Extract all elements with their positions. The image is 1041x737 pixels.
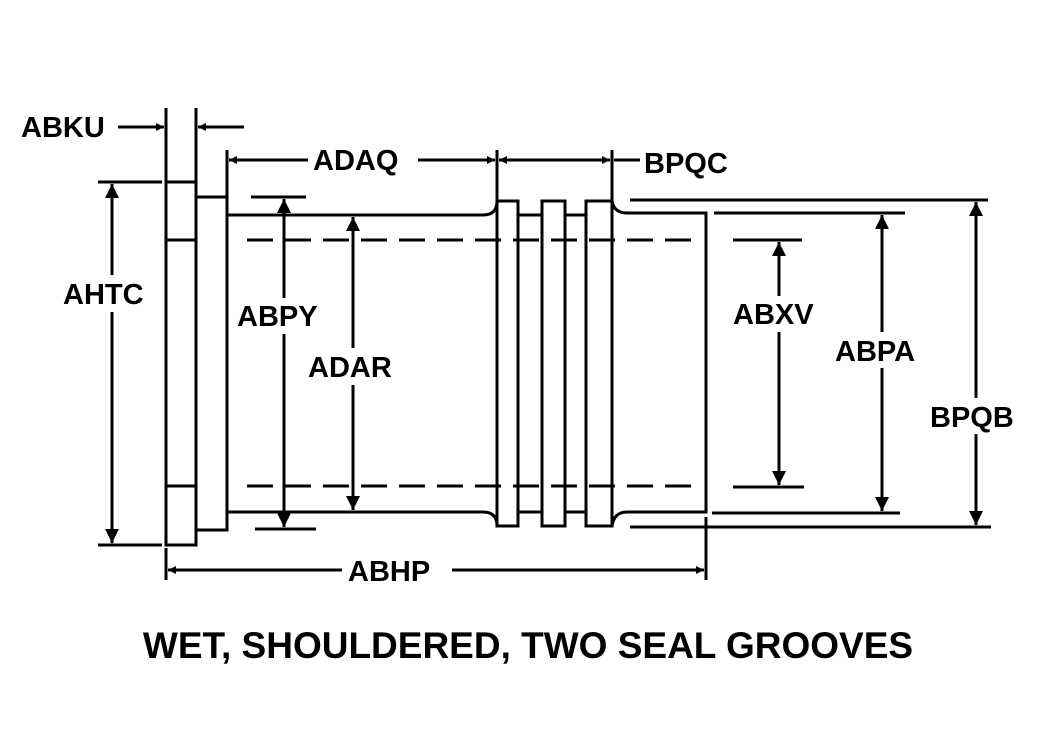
seal-ring-2 — [540, 199, 567, 528]
label-abxv: ABXV — [733, 299, 814, 331]
label-adaq: ADAQ — [313, 145, 398, 177]
label-bpqc: BPQC — [644, 148, 728, 180]
label-ahtc: AHTC — [63, 279, 144, 311]
seal-ring-1 — [495, 199, 520, 528]
label-abpy: ABPY — [237, 301, 318, 333]
fitting-body — [164, 180, 708, 547]
tube-end — [610, 200, 708, 527]
tube-top — [227, 200, 499, 217]
extension-lines — [98, 108, 991, 580]
seal-ring-3 — [584, 199, 614, 528]
label-abpa: ABPA — [835, 336, 915, 368]
dimension-arrows — [105, 123, 983, 574]
shoulder — [194, 195, 229, 532]
label-bpqb: BPQB — [930, 402, 1014, 434]
label-adar: ADAR — [308, 352, 392, 384]
tube-bottom — [227, 510, 499, 527]
outer-flange — [164, 180, 198, 547]
diagram-title: WET, SHOULDERED, TWO SEAL GROOVES — [143, 625, 913, 666]
label-abhp: ABHP — [348, 556, 430, 588]
label-abku: ABKU — [21, 112, 105, 144]
